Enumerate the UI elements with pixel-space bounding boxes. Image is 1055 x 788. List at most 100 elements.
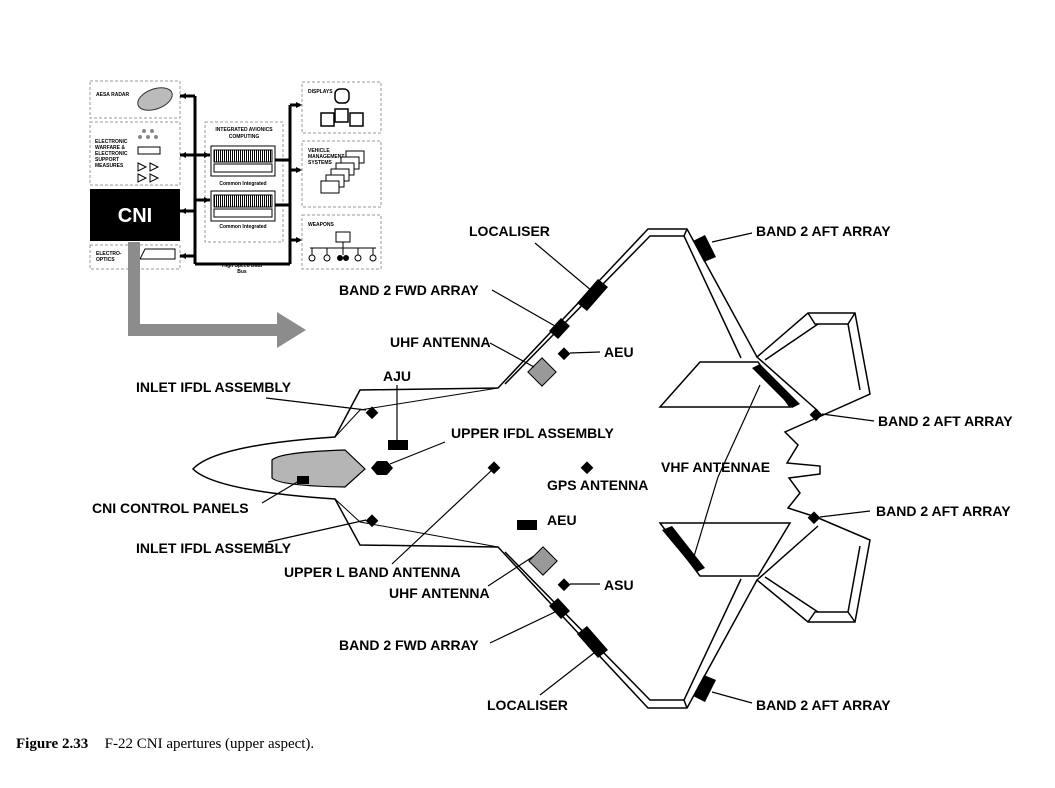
- bus-label-1: High Speed Data: [222, 263, 262, 269]
- wing-bottom-inner: [504, 551, 684, 701]
- label-localiser-top: LOCALISER: [469, 223, 550, 239]
- label-band2-fwd-top: BAND 2 FWD ARRAY: [339, 282, 479, 298]
- inlet-bottom: [334, 498, 499, 548]
- aju-marker: [388, 440, 408, 450]
- inlet-top: [334, 387, 499, 438]
- ew-label-2: WARFARE &: [95, 145, 125, 151]
- aesa-radar-icon: [137, 87, 173, 111]
- cip-rack-2: [210, 190, 276, 222]
- aeu-bottom-marker: [517, 520, 537, 530]
- label-inlet-ifdl-bottom: INLET IFDL ASSEMBLY: [136, 540, 292, 556]
- label-band2-aft-right1: BAND 2 AFT ARRAY: [878, 413, 1013, 429]
- vms-label-1: VEHICLE: [308, 148, 330, 154]
- eo-label-1: ELECTRO-: [96, 251, 122, 257]
- f22-outline: [191, 228, 871, 709]
- localiser-bottom-marker: [577, 626, 608, 658]
- band2-fwd-bottom-marker: [549, 598, 570, 619]
- vms-stack-icon: [320, 150, 365, 194]
- gps-marker: [580, 461, 594, 475]
- label-vhf: VHF ANTENNAE: [661, 459, 770, 475]
- wing-bottom-trailing: [683, 578, 742, 709]
- caption-text: F-22 CNI apertures (upper aspect).: [105, 736, 315, 752]
- aeu-top-marker: [557, 347, 571, 361]
- leader-lines: [261, 232, 875, 704]
- weapons-box: [301, 214, 382, 270]
- label-aju: AJU: [383, 368, 411, 384]
- label-uhf-top: UHF ANTENNA: [390, 334, 491, 350]
- ew-dots-icon: [138, 129, 158, 139]
- inlet-ifdl-top-marker: [365, 406, 379, 420]
- wing-top-trailing: [683, 228, 742, 359]
- avionics-block-diagram: CNI AESA RADAR ELECTRONIC WARFARE & ELEC…: [89, 80, 382, 348]
- figure-caption: Figure 2.33 F-22 CNI apertures (upper as…: [16, 735, 314, 752]
- aesa-box: [89, 80, 181, 119]
- ew-label-1: ELECTRONIC: [95, 139, 128, 145]
- iac-label-1: INTEGRATED AVIONICS: [215, 127, 273, 133]
- label-uhf-bottom: UHF ANTENNA: [389, 585, 490, 601]
- label-asu: ASU: [604, 577, 634, 593]
- displays-label: DISPLAYS: [308, 89, 333, 95]
- canopy: [271, 449, 366, 488]
- label-inlet-ifdl-top: INLET IFDL ASSEMBLY: [136, 379, 292, 395]
- ew-label-4: SUPPORT: [95, 157, 119, 163]
- aesa-label: AESA RADAR: [96, 92, 130, 98]
- label-localiser-bottom: LOCALISER: [487, 697, 568, 713]
- tail-bottom-lines: [756, 525, 861, 623]
- cip-label-2: Common Integrated: [219, 224, 266, 230]
- tail-top-inner: [764, 323, 819, 361]
- asu-marker: [557, 578, 571, 592]
- iac-label-2: COMPUTING: [229, 134, 260, 140]
- ew-label-3: ELECTRONIC: [95, 151, 128, 157]
- vms-label-2: MANAGEMENT: [308, 154, 344, 160]
- cip-label-1: Common Integrated: [219, 181, 266, 187]
- label-gps: GPS ANTENNA: [547, 477, 648, 493]
- band2-fwd-top-marker: [549, 318, 570, 339]
- aircraft-outline: [191, 228, 871, 709]
- tail-top-lines: [756, 312, 861, 412]
- aperture-labels: LOCALISER BAND 2 AFT ARRAY BAND 2 FWD AR…: [92, 223, 1013, 713]
- band2-aft-bottom-marker: [693, 675, 716, 702]
- vms-box: [301, 140, 382, 208]
- bus-label-2: Bus: [237, 269, 247, 275]
- vms-label-3: SYSTEMS: [308, 160, 333, 166]
- label-cni-control: CNI CONTROL PANELS: [92, 500, 249, 516]
- label-band2-aft-bottom: BAND 2 AFT ARRAY: [756, 697, 891, 713]
- eo-label-2: OPTICS: [96, 257, 115, 263]
- ew-receiver-icon: [137, 146, 161, 155]
- weapons-label: WEAPONS: [308, 222, 335, 228]
- ew-label-5: MEASURES: [95, 163, 124, 169]
- vhf-bottom-marker: [662, 526, 705, 572]
- label-band2-aft-top: BAND 2 AFT ARRAY: [756, 223, 891, 239]
- label-upper-l-band: UPPER L BAND ANTENNA: [284, 564, 461, 580]
- label-aeu-bottom: AEU: [547, 512, 577, 528]
- localiser-top-marker: [577, 279, 608, 311]
- caption-number: Figure 2.33: [16, 736, 88, 752]
- label-upper-ifdl: UPPER IFDL ASSEMBLY: [451, 425, 615, 441]
- uhf-top-marker: [527, 357, 557, 387]
- ew-antenna-icon: [137, 162, 160, 183]
- weapons-tree-icon: [308, 231, 377, 262]
- label-band2-aft-right2: BAND 2 AFT ARRAY: [876, 503, 1011, 519]
- tail-bottom-inner: [764, 576, 819, 613]
- cip-rack-1: [210, 145, 276, 177]
- displays-icon: [320, 88, 364, 127]
- cni-block-label: CNI: [118, 205, 152, 227]
- band2-aft-right1-marker: [809, 408, 823, 422]
- eo-sensor-icon: [139, 248, 176, 260]
- label-aeu-top: AEU: [604, 344, 634, 360]
- iac-box: [204, 121, 284, 243]
- label-band2-fwd-bottom: BAND 2 FWD ARRAY: [339, 637, 479, 653]
- cni-control-marker: [297, 476, 309, 484]
- data-bus-lines: [180, 94, 300, 266]
- inlet-ifdl-bottom-marker: [365, 514, 379, 528]
- wing-top-inner: [504, 235, 684, 385]
- upper-ifdl-marker: [371, 461, 393, 475]
- band2-aft-right2-marker: [807, 511, 821, 525]
- cni-block: [90, 189, 180, 241]
- band2-aft-top-marker: [693, 235, 716, 262]
- uhf-bottom-marker: [528, 546, 558, 576]
- cni-pointer-arrow: [128, 242, 306, 348]
- bus-arrowheads: [180, 93, 302, 259]
- vhf-top-marker: [752, 364, 800, 408]
